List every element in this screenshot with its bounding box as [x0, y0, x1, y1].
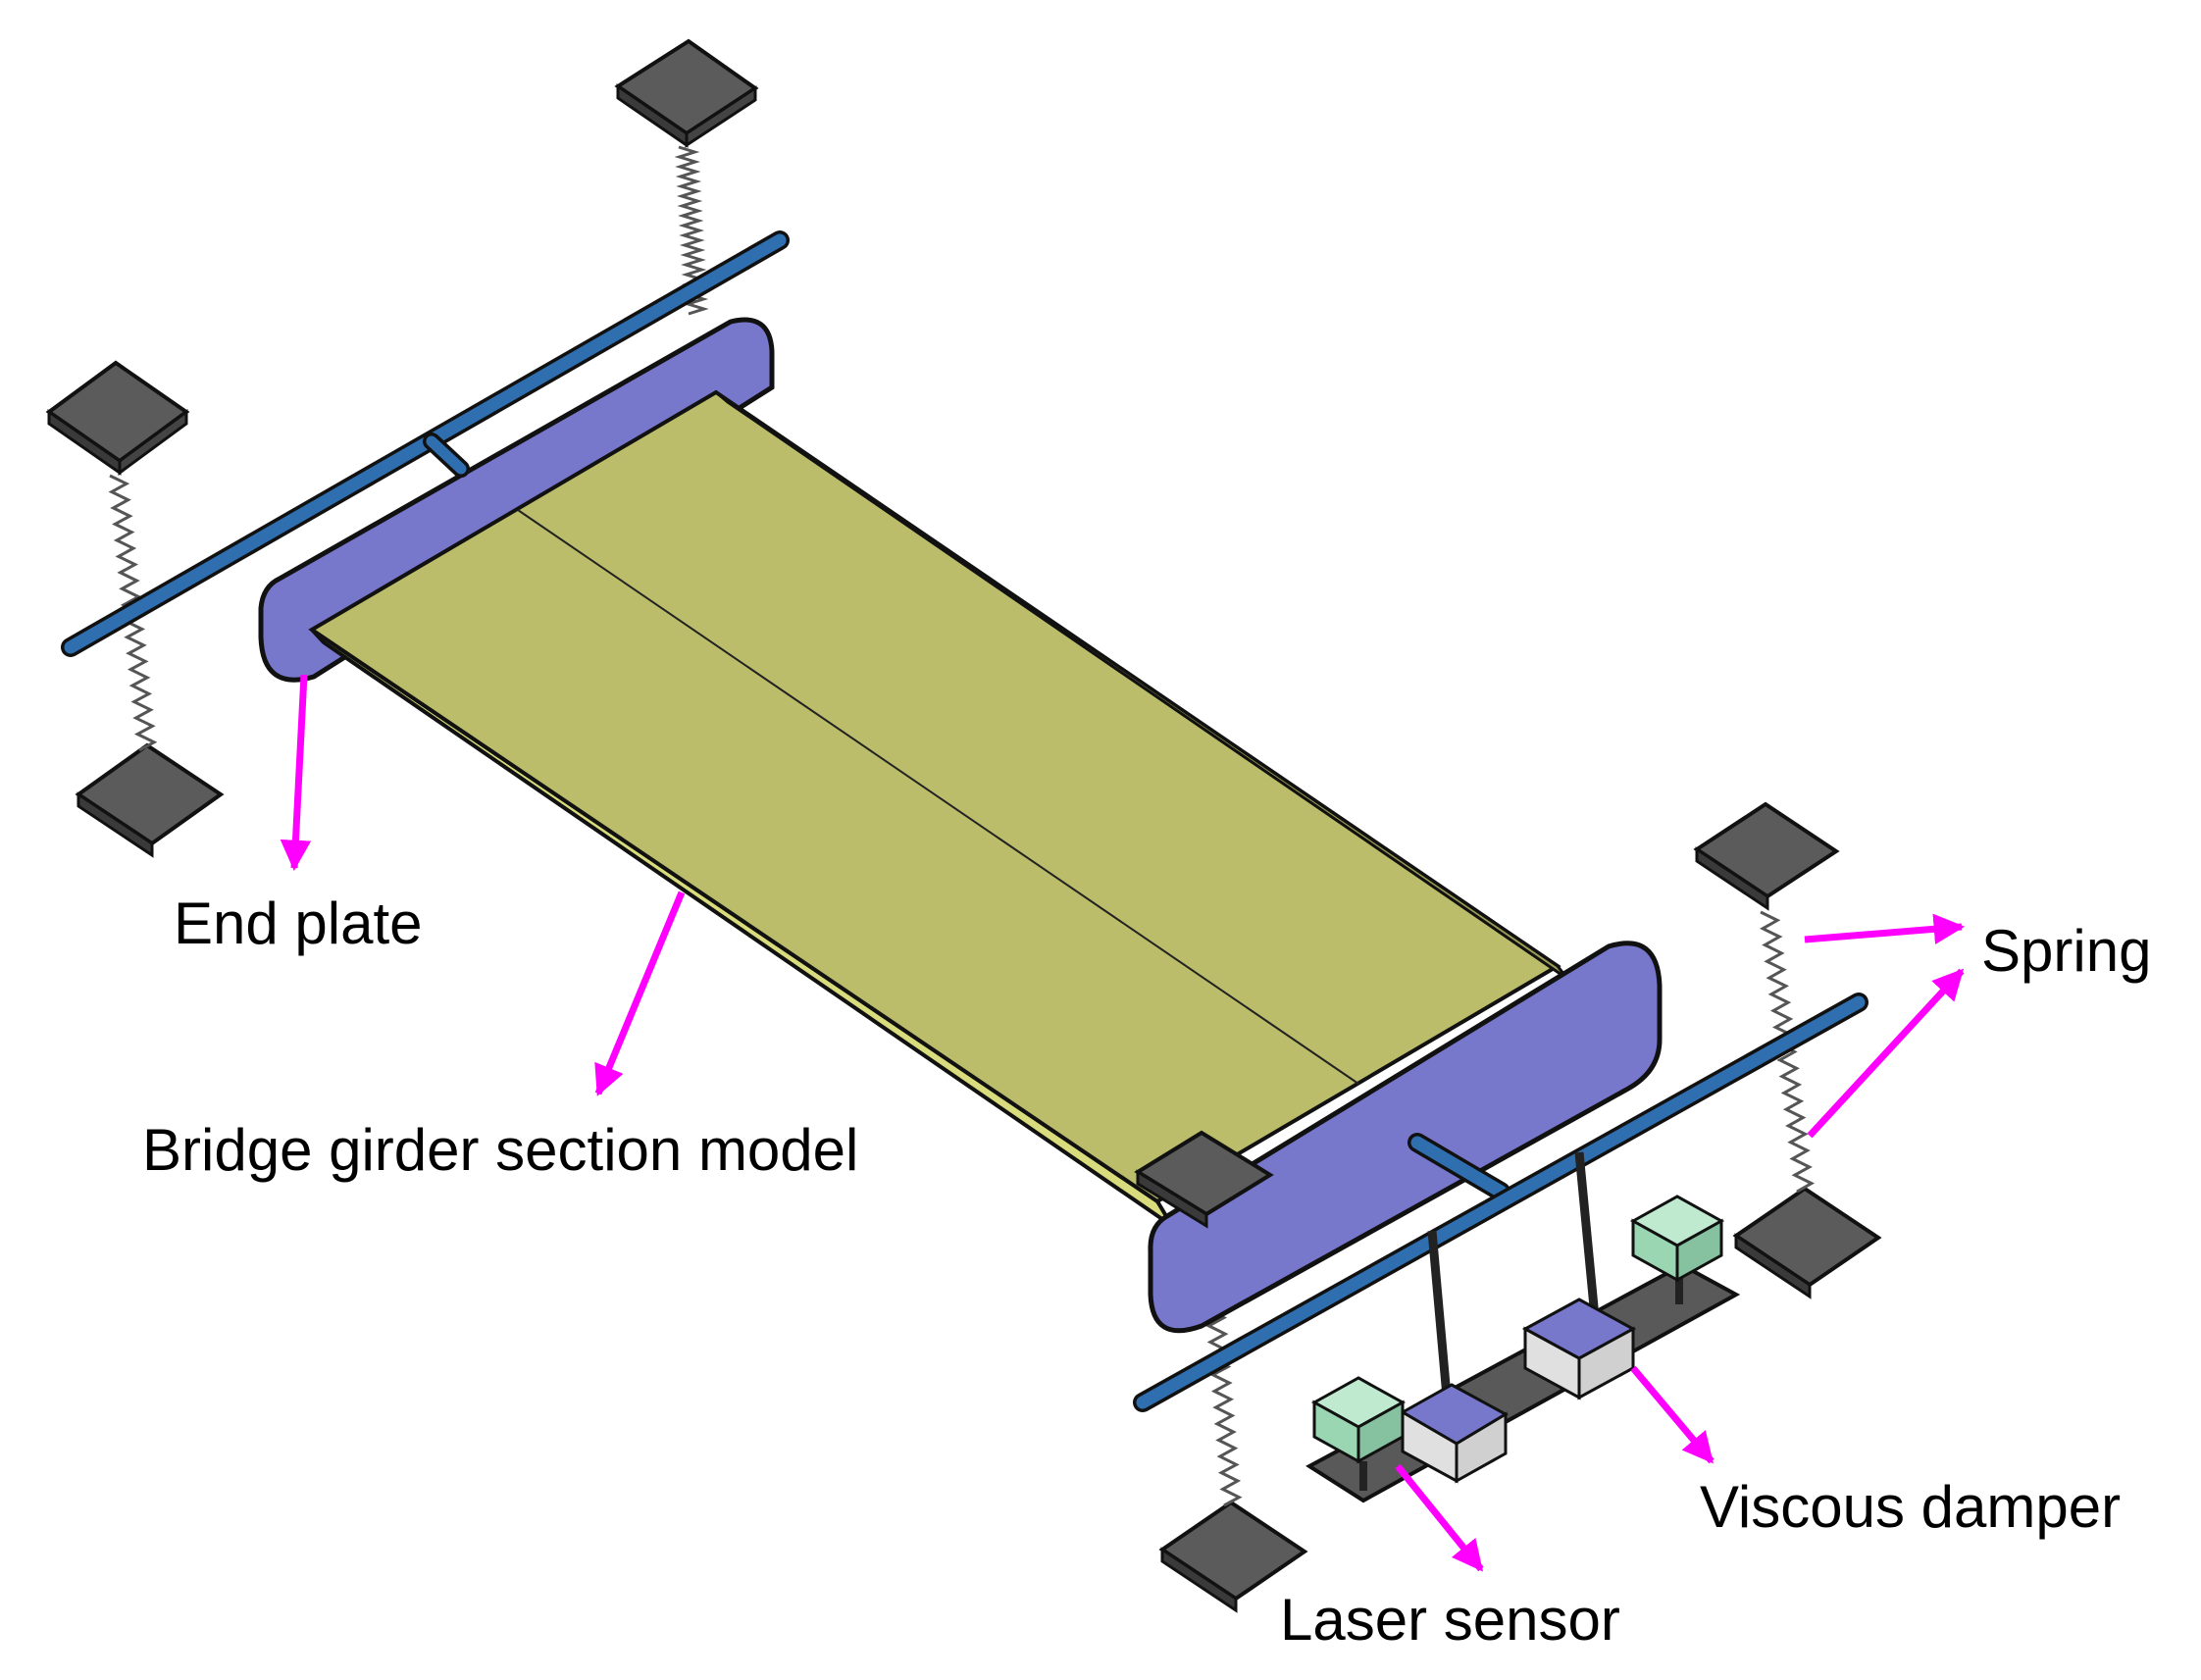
- spring-label: Spring: [1981, 918, 2152, 984]
- support-pad-base-right: [1732, 1186, 1882, 1299]
- bridge-girder-deck: [308, 389, 1569, 1228]
- viscous-damper-label: Viscous damper: [1700, 1474, 2122, 1540]
- laser-sensor-right: [1629, 1195, 1725, 1304]
- bridge-girder-label: Bridge girder section model: [142, 1117, 859, 1183]
- coil-spring-icon: [1759, 910, 1816, 1194]
- support-pad-base-left: [75, 742, 225, 858]
- support-pad-base-front: [1158, 1500, 1308, 1613]
- viscous-damper-box-left: [1399, 1383, 1510, 1484]
- support-rod-rear: [61, 230, 790, 657]
- end-plate-front: [1148, 941, 1663, 1334]
- support-pad-top-left: [45, 360, 190, 476]
- measurement-base-plate: [1305, 1262, 1741, 1503]
- support-rod-front: [1133, 993, 1868, 1412]
- support-pad-top-rear: [614, 38, 759, 148]
- support-pad-top-front: [1134, 1130, 1274, 1229]
- viscous-damper-box-right: [1521, 1298, 1637, 1400]
- support-pad-top-right: [1693, 801, 1840, 911]
- laser-sensor-label: Laser sensor: [1280, 1587, 1620, 1653]
- laser-sensor-left: [1310, 1376, 1407, 1491]
- magenta-arrow-icon: [280, 674, 1966, 1572]
- end-plate-label: End plate: [174, 891, 423, 956]
